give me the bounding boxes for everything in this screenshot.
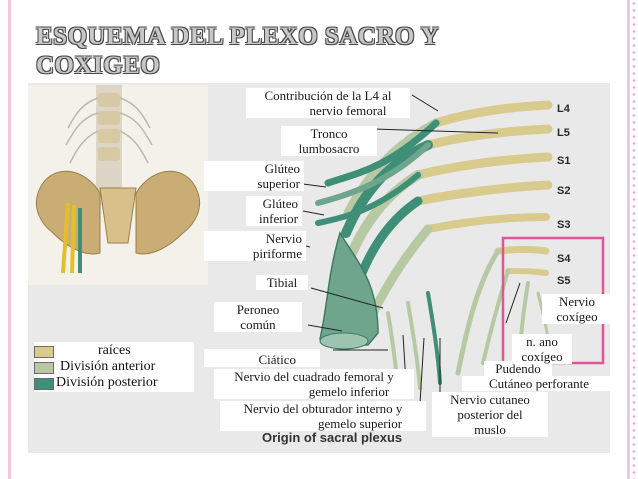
label-gluteo-superior: Glúteo superior [204, 161, 304, 191]
sacral-plexus-illustration [28, 85, 605, 404]
legend-label-division-anterior: División anterior [60, 359, 156, 374]
legend-label-raices: raíces [98, 343, 131, 358]
level-label-s5: S5 [557, 275, 571, 287]
legend-swatch-division-posterior [34, 378, 54, 390]
label-tibial: Tibial [256, 275, 308, 290]
level-label-s1: S1 [557, 155, 571, 167]
legend: raíces División anterior División poster… [34, 342, 194, 392]
pelvis-thumbnail [28, 85, 208, 285]
level-label-l5: L5 [557, 127, 570, 139]
level-label-s3: S3 [557, 219, 571, 231]
slide-title-line-1: ESQUEMA DEL PLEXO SACRO Y [36, 23, 440, 50]
leader-lines [302, 94, 521, 404]
legend-swatch-division-anterior [34, 362, 54, 374]
right-decorative-dots [632, 0, 636, 479]
slide-title-line-2: COXIGEO [36, 52, 161, 79]
label-nervio-coxigeo: Nervio coxígeo [542, 294, 612, 324]
right-decorative-bar [627, 0, 630, 479]
nerve-roots [413, 100, 553, 276]
slide-title: ESQUEMA DEL PLEXO SACRO Y COXIGEO [36, 22, 506, 80]
left-decorative-bar [8, 0, 11, 479]
level-label-l4: L4 [557, 103, 570, 115]
sciatic-cut-end [319, 332, 369, 350]
level-label-s2: S2 [557, 185, 571, 197]
label-gluteo-inferior: Glúteo inferior [246, 196, 302, 226]
label-nervio-piriforme: Nervio piriforme [204, 231, 306, 261]
label-cutaneo-perforante: Cutáneo perforante [462, 376, 616, 391]
legend-label-division-posterior: División posterior [56, 375, 158, 390]
label-peroneo-comun: Peroneo común [214, 302, 302, 332]
label-cutaneo-posterior: Nervio cutaneo posterior del muslo [432, 392, 548, 437]
label-ano-coxigeo: n. ano coxígeo [512, 334, 572, 364]
level-label-s4: S4 [557, 253, 571, 265]
label-obturador-interno: Nervio del obturador interno y gemelo su… [220, 401, 426, 431]
label-tronco-lumbosacro: Tronco lumbosacro [281, 126, 377, 156]
label-pudendo: Pudendo [484, 361, 552, 376]
label-cuadrado-femoral: Nervio del cuadrado femoral y gemelo inf… [214, 369, 414, 399]
label-contribucion-l4: Contribución de la L4 al nervio femoral [246, 88, 410, 118]
figure-caption: Origin of sacral plexus [262, 430, 403, 445]
label-ciatico: Ciático [204, 349, 320, 367]
legend-swatch-raices [34, 346, 54, 358]
